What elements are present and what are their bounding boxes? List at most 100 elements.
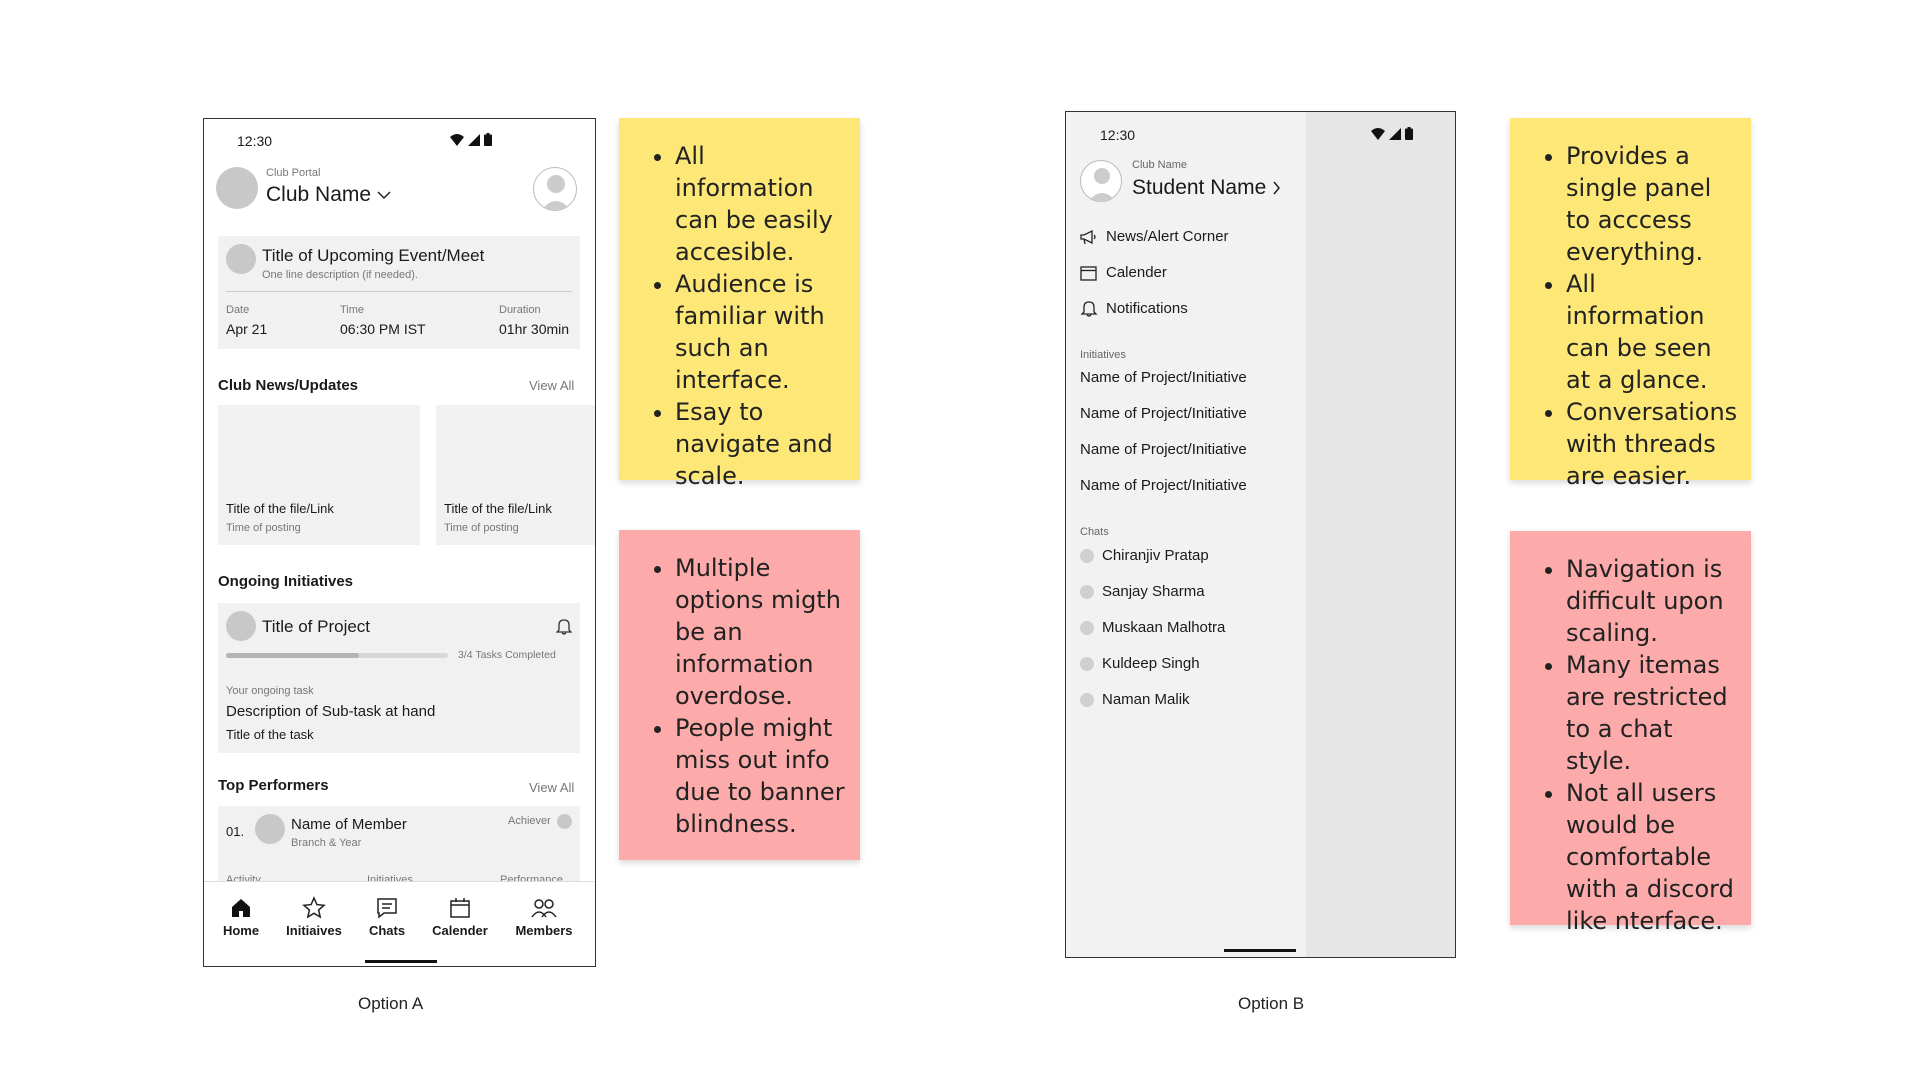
progress-bar [226, 653, 448, 658]
duration-value: 01hr 30min [499, 321, 570, 337]
chat-name: Kuldeep Singh [1102, 655, 1200, 672]
active-tab-indicator [365, 960, 437, 963]
student-avatar[interactable] [1080, 160, 1122, 202]
menu-label: Calender [1106, 264, 1167, 281]
chevron-down-icon [377, 191, 391, 200]
news-view-all-link[interactable]: View All [529, 378, 575, 393]
chat-avatar [1080, 620, 1094, 635]
chevron-right-icon [1273, 181, 1281, 195]
note-item: Many itemas are restricted to a chat sty… [1566, 649, 1737, 777]
status-icons [450, 133, 492, 146]
bottom-nav: Home Initiaives Chats Calender Members [204, 881, 594, 966]
initiative-item[interactable]: Name of Project/Initiative [1080, 369, 1247, 386]
note-item: Esay to navigate and scale. [675, 396, 846, 492]
menu-notifications[interactable]: Notifications [1080, 300, 1188, 317]
news-card-title: Title of the file/Link [444, 501, 552, 516]
initiatives-section-label: Initiatives [1080, 349, 1126, 361]
members-icon [531, 899, 557, 918]
initiative-item[interactable]: Name of Project/Initiative [1080, 405, 1247, 422]
duration-label: Duration [499, 304, 541, 316]
performers-view-all-link[interactable]: View All [529, 780, 575, 795]
upcoming-event-card[interactable]: Title of Upcoming Event/Meet One line de… [218, 236, 580, 349]
club-label: Club Name [1132, 159, 1188, 171]
menu-news[interactable]: News/Alert Corner [1080, 228, 1229, 245]
cons-note-a: Multiple options migth be an information… [619, 530, 860, 860]
note-item: Audience is familiar with such an interf… [675, 268, 846, 396]
chat-item[interactable]: Naman Malik [1080, 691, 1190, 708]
nav-label: Members [515, 923, 573, 938]
nav-home[interactable]: Home [204, 896, 281, 938]
initiative-card[interactable]: Title of Project 3/4 Tasks Completed You… [218, 603, 580, 753]
achiever-badge-label: Achiever [508, 815, 551, 827]
member-branch: Branch & Year [291, 837, 362, 849]
megaphone-icon [1080, 229, 1096, 244]
user-icon [1088, 168, 1116, 201]
progress-fill [226, 653, 360, 658]
date-label: Date [226, 304, 250, 316]
portal-label: Club Portal [266, 167, 321, 179]
chat-item[interactable]: Kuldeep Singh [1080, 655, 1200, 672]
nav-label: Home [222, 923, 260, 938]
nav-members[interactable]: Members [504, 896, 584, 938]
chat-item[interactable]: Chiranjiv Pratap [1080, 547, 1209, 564]
home-indicator [1224, 949, 1296, 952]
chat-avatar [1080, 656, 1094, 671]
divider [226, 291, 572, 292]
chat-item[interactable]: Muskaan Malhotra [1080, 619, 1225, 636]
ongoing-task-label: Your ongoing task [226, 685, 314, 697]
menu-label: Notifications [1106, 300, 1188, 317]
progress-text: 3/4 Tasks Completed [458, 649, 556, 661]
nav-label: Initiaives [286, 923, 342, 938]
initiatives-section-title: Ongoing Initiatives [218, 573, 354, 590]
news-card-time: Time of posting [444, 522, 519, 534]
option-b-phone: 12:30 Club Name Student Name News/Alert … [1065, 111, 1456, 958]
note-item: Navigation is difficult upon scaling. [1566, 553, 1737, 649]
task-title: Title of the task [226, 727, 314, 742]
news-card[interactable]: Title of the file/Link Time of posting [436, 405, 595, 545]
profile-avatar[interactable] [533, 167, 577, 211]
battery-icon [1405, 127, 1413, 140]
chat-name: Chiranjiv Pratap [1102, 547, 1209, 564]
note-item: People might miss out info due to banner… [675, 712, 846, 840]
chat-item[interactable]: Sanjay Sharma [1080, 583, 1205, 600]
wifi-icon [1371, 127, 1385, 140]
calendar-icon [450, 898, 470, 918]
chats-section-label: Chats [1080, 526, 1109, 538]
time-label: Time [340, 304, 365, 316]
performer-rank: 01. [226, 824, 245, 839]
event-title: Title of Upcoming Event/Meet [262, 246, 485, 265]
wifi-icon [450, 133, 464, 146]
student-profile-link[interactable]: Student Name [1132, 176, 1281, 200]
nav-chats[interactable]: Chats [347, 896, 427, 938]
club-avatar[interactable] [216, 167, 258, 209]
home-icon [232, 899, 250, 917]
initiative-item[interactable]: Name of Project/Initiative [1080, 477, 1247, 494]
event-desc: One line description (if needed). [262, 269, 418, 281]
battery-icon [484, 133, 492, 146]
project-title: Title of Project [262, 617, 371, 636]
initiative-item[interactable]: Name of Project/Initiative [1080, 441, 1247, 458]
pros-note-a: All information can be easily accesible.… [619, 118, 860, 490]
chat-icon [377, 898, 397, 919]
option-a-caption: Option A [358, 994, 424, 1013]
nav-calendar[interactable]: Calender [420, 896, 500, 938]
status-icons [1371, 127, 1413, 140]
chat-avatar [1080, 692, 1094, 707]
nav-initiatives[interactable]: Initiaives [274, 896, 354, 938]
option-a-phone: 12:30 Club Portal Club Name Title of Upc… [203, 118, 596, 967]
note-item: All information can be easily accesible. [675, 140, 846, 268]
news-card-time: Time of posting [226, 522, 301, 534]
club-name: Club Name [266, 183, 372, 206]
member-avatar [255, 814, 285, 844]
menu-label: News/Alert Corner [1106, 228, 1229, 245]
user-icon [541, 175, 571, 210]
member-name: Name of Member [291, 816, 407, 833]
badge-icon [557, 814, 572, 829]
cons-note-b: Navigation is difficult upon scaling. Ma… [1510, 531, 1751, 935]
chat-avatar [1080, 584, 1094, 599]
bell-icon[interactable] [556, 617, 572, 635]
menu-calendar[interactable]: Calender [1080, 264, 1167, 281]
option-b-caption: Option B [1238, 994, 1305, 1013]
club-name-dropdown[interactable]: Club Name [266, 183, 391, 207]
news-card[interactable]: Title of the file/Link Time of posting [218, 405, 420, 545]
